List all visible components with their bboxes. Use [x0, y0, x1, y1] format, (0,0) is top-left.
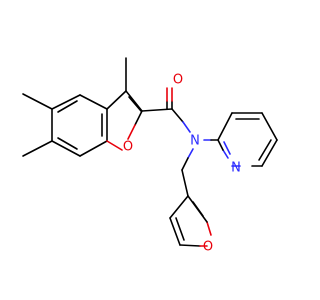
structure-drawing: O O N N O — [22, 57, 278, 255]
methyl-groups — [22, 57, 127, 157]
amide-group — [141, 87, 191, 133]
benzofuran-five-ring — [106, 90, 143, 151]
molecule-diagram: O O N N O — [22, 57, 278, 255]
benzofuran-oxygen-label: O — [123, 140, 133, 155]
amide-nitrogen-label: N — [190, 134, 200, 149]
atom-labels: O O N N O — [123, 73, 241, 255]
methylene-linker — [181, 148, 194, 197]
pyridine-ring — [217, 112, 278, 167]
carbonyl-oxygen-label: O — [173, 73, 183, 88]
methyl-5 — [22, 93, 53, 110]
furan-oxygen-label: O — [203, 240, 213, 255]
furan-ring — [169, 195, 212, 247]
benzene-ring — [51, 94, 108, 157]
pyridine-nitrogen-label: N — [231, 161, 241, 176]
methyl-6 — [22, 140, 53, 157]
